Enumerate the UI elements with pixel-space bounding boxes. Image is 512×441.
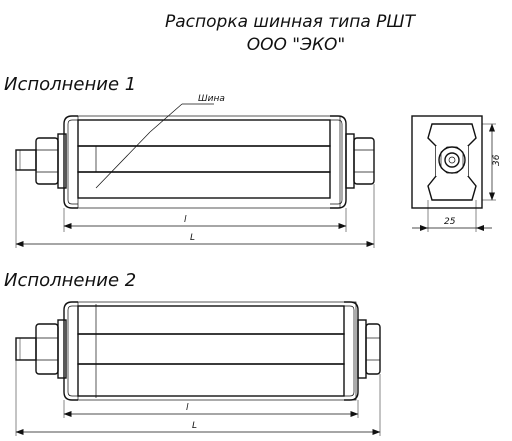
lower-busbar-2: [77, 363, 345, 397]
drawing-subtitle: ООО "ЭКО": [247, 35, 346, 55]
busbar-callout: Шина: [198, 94, 225, 104]
variant2-heading: Исполнение 2: [4, 270, 136, 291]
central-rod: [77, 145, 331, 173]
left-clamp-bracket-2: [63, 301, 78, 401]
variant2-dimensions: l L: [15, 360, 381, 436]
left-nut-2: [35, 323, 59, 375]
dim-label-overall: L: [190, 233, 195, 243]
variant1-dimensions: l L: [15, 170, 375, 248]
central-rod-2: [77, 333, 345, 365]
left-clamp-bracket: [63, 115, 78, 209]
dim-label-inner: l: [184, 215, 187, 225]
dim-label-width: 25: [444, 217, 456, 227]
left-washer: [57, 133, 67, 189]
end-view-body: [411, 115, 483, 209]
right-washer-2: [357, 319, 367, 379]
variant2-side-view: [15, 301, 381, 401]
right-washer: [345, 133, 355, 189]
end-view-nut-inner: [444, 152, 460, 168]
callout-leader: [149, 103, 183, 133]
variant1-heading: Исполнение 1: [4, 74, 136, 95]
upper-busbar-2: [77, 305, 345, 335]
drawing-title: Распорка шинная типа РШТ: [165, 12, 417, 32]
right-nut-2: [365, 323, 381, 375]
variant1-side-view: Шина: [15, 94, 375, 209]
lower-busbar: [77, 171, 331, 199]
left-nut: [35, 137, 59, 185]
rod-left-stub-2: [15, 337, 37, 361]
dim-label-inner-2: l: [186, 403, 189, 413]
upper-busbar: [77, 119, 331, 147]
dim-label-height: 36: [492, 154, 502, 166]
rod-left-stub: [15, 149, 37, 171]
dim-label-overall-2: L: [192, 421, 197, 431]
right-clamp-bracket: [330, 115, 347, 209]
left-washer-2: [57, 319, 67, 379]
right-nut: [353, 137, 375, 185]
end-view: 36 25: [411, 115, 502, 232]
